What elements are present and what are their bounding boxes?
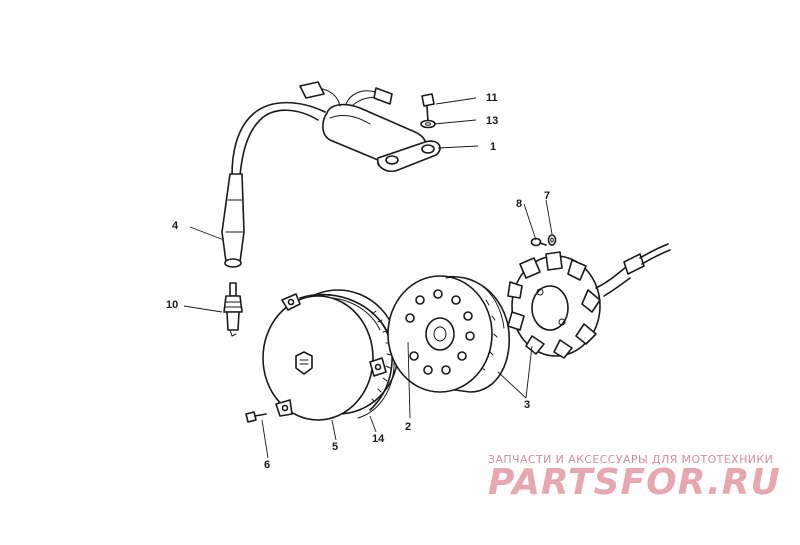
watermark: ЗАПЧАСТИ И АКСЕССУАРЫ ДЛЯ МОТОТЕХНИКИ PA… [488, 453, 781, 503]
callout-14: 14 [372, 433, 385, 445]
callout-11: 11 [486, 92, 498, 104]
callout-6: 6 [264, 459, 270, 471]
callout-labels: 1 2 3 4 5 6 7 8 10 11 13 14 [166, 92, 550, 471]
callout-8: 8 [516, 198, 522, 210]
watermark-tagline: ЗАПЧАСТИ И АКСЕССУАРЫ ДЛЯ МОТОТЕХНИКИ [488, 453, 773, 466]
spark-plug [223, 282, 243, 337]
callout-5: 5 [332, 441, 338, 453]
spark-plug-cap [221, 173, 245, 268]
callout-7: 7 [544, 190, 550, 202]
ignition-coil [231, 81, 441, 176]
washer [420, 119, 436, 129]
callout-10: 10 [166, 299, 178, 311]
stator [507, 243, 671, 359]
stator-screw [530, 237, 547, 247]
flywheel-rotor [387, 275, 510, 393]
callout-1: 1 [490, 141, 496, 153]
callout-3: 3 [524, 399, 530, 411]
flywheel-cover [262, 289, 399, 421]
bolt [421, 93, 435, 123]
cover-screw [245, 411, 267, 423]
stator-washer [547, 234, 557, 246]
callout-2: 2 [405, 421, 411, 433]
watermark-logo: PARTSFOR.RU [488, 462, 781, 503]
leader-lines [183, 97, 553, 459]
callout-4: 4 [172, 220, 179, 232]
manufacturer-emblem-icon [295, 351, 313, 375]
callout-13: 13 [486, 115, 498, 127]
